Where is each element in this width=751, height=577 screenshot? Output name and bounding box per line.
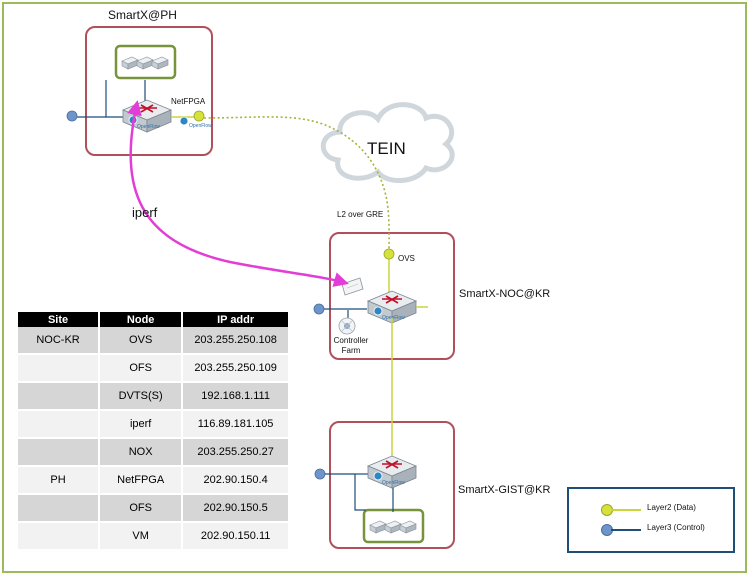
ovs-label: OVS: [398, 254, 415, 263]
cell-site: NOC-KR: [18, 327, 101, 355]
cell-site: [18, 495, 101, 523]
controller-farm-label: Controller Farm: [333, 336, 369, 355]
cell-site: [18, 355, 101, 383]
cell-node: VM: [100, 523, 184, 551]
cell-ip: 203.255.250.109: [183, 355, 290, 383]
legend-label-control: Layer3 (Control): [647, 523, 705, 532]
cell-site: [18, 383, 101, 411]
column-header-ip: IP addr: [183, 312, 290, 327]
cell-node: NetFPGA: [100, 467, 184, 495]
cell-node: iperf: [100, 411, 184, 439]
cell-node: OVS: [100, 327, 184, 355]
data-node-ph: [193, 110, 205, 122]
netfpga-label: NetFPGA: [171, 97, 206, 106]
control-node-noc: [313, 303, 325, 315]
iperf-arrow: [127, 100, 349, 287]
cell-node: OFS: [100, 355, 184, 383]
table-row: DVTS(S)192.168.1.111: [18, 383, 290, 411]
legend: Layer2 (Data) Layer3 (Control): [567, 487, 735, 553]
cell-ip: 202.90.150.5: [183, 495, 290, 523]
column-header-node: Node: [100, 312, 184, 327]
vm-cluster-icon-ph: [121, 56, 169, 70]
vm-box-ph: [114, 44, 177, 80]
control-line-swatch: [611, 529, 641, 531]
tein-label: TEIN: [367, 139, 406, 158]
controller-farm-icon: [338, 317, 356, 335]
cell-node: NOX: [100, 439, 184, 467]
cell-ip: 203.255.250.27: [183, 439, 290, 467]
svg-text:OpenFlow: OpenFlow: [189, 123, 212, 129]
openflow-port-icon-ph: [179, 116, 189, 126]
cell-ip: 202.90.150.4: [183, 467, 290, 495]
site-label-gist: SmartX-GIST@KR: [458, 484, 551, 496]
control-node-ph: [66, 110, 78, 122]
table-header-row: Site Node IP addr: [18, 312, 290, 327]
openflow-switch-icon-ph: [122, 99, 172, 133]
cell-ip: 202.90.150.11: [183, 523, 290, 551]
control-node-gist: [314, 468, 326, 480]
site-label-noc: SmartX-NOC@KR: [459, 288, 551, 300]
data-line-swatch: [611, 509, 641, 511]
cell-site: PH: [18, 467, 101, 495]
l2-over-gre-label: L2 over GRE: [337, 210, 384, 219]
document-icon: [341, 277, 364, 296]
cell-ip: 203.255.250.108: [183, 327, 290, 355]
openflow-switch-icon-gist: [367, 455, 417, 489]
cell-ip: 192.168.1.111: [183, 383, 290, 411]
site-label-ph: SmartX@PH: [108, 8, 177, 22]
ovs-data-node: [383, 248, 395, 260]
legend-item-data: Layer2 (Data): [569, 502, 733, 516]
cell-node: DVTS(S): [100, 383, 184, 411]
legend-item-control: Layer3 (Control): [569, 522, 733, 536]
cell-site: [18, 523, 101, 551]
cell-site: [18, 411, 101, 439]
cell-node: OFS: [100, 495, 184, 523]
cell-site: [18, 439, 101, 467]
column-header-site: Site: [18, 312, 101, 327]
legend-label-data: Layer2 (Data): [647, 503, 696, 512]
cell-ip: 116.89.181.105: [183, 411, 290, 439]
vm-cluster-icon-gist: [369, 520, 417, 534]
iperf-label: iperf: [132, 205, 158, 220]
